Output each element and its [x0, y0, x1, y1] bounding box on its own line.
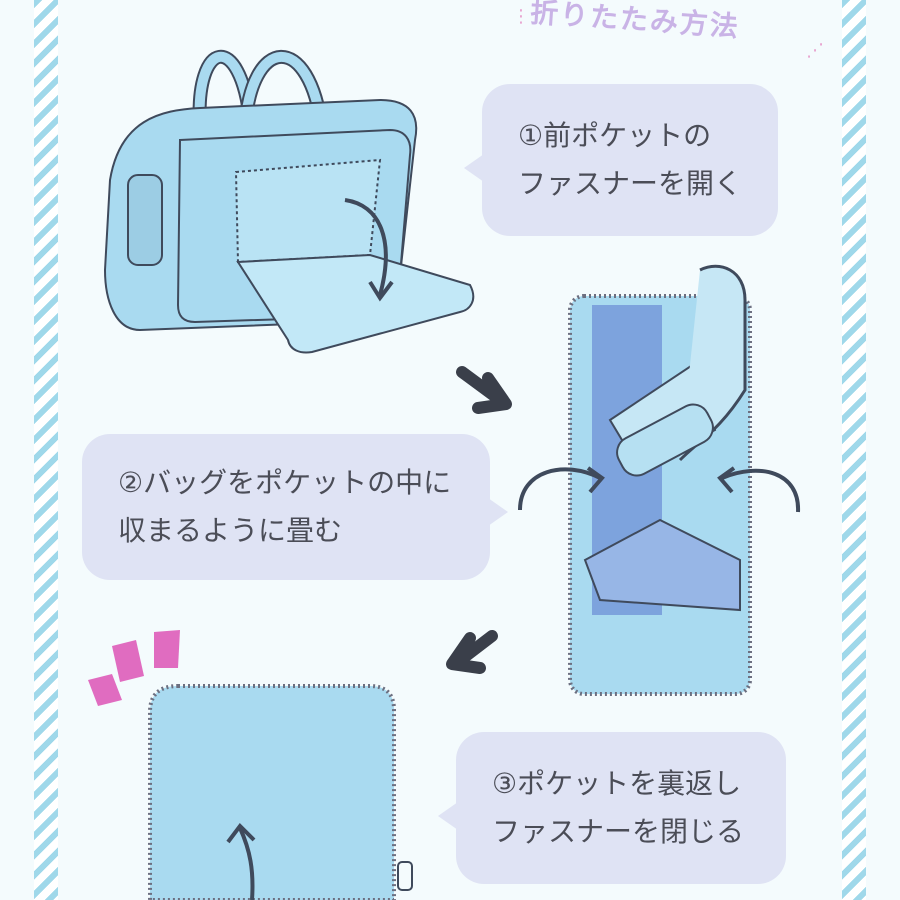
- step-3-bubble: ③ポケットを裏返し ファスナーを閉じる: [438, 732, 786, 884]
- step-2-bubble: ②バッグをポケットの中に 収まるように畳む: [82, 434, 508, 580]
- step-1-bubble: ①前ポケットの ファスナーを開く: [464, 84, 778, 236]
- bubble-tail: [438, 802, 458, 830]
- arrow-down-left-icon: [446, 630, 498, 674]
- pink-burst-icon: [88, 630, 180, 706]
- step-1-line-2: ファスナーを開く: [518, 167, 743, 200]
- bubble-tail: [464, 154, 484, 182]
- step-3-line-1: ③ポケットを裏返し: [492, 767, 742, 800]
- title-dots-left: ⋮: [512, 6, 534, 27]
- title-dots-right: ⋰: [806, 40, 828, 61]
- step-3-line-2: ファスナーを閉じる: [492, 815, 745, 848]
- bag-illustration: [103, 49, 475, 354]
- step-2-line-2: 収まるように畳む: [118, 514, 343, 547]
- right-stripe-border: [842, 0, 866, 900]
- folded-bag-illustration: [518, 264, 801, 696]
- step-2-line-1: ②バッグをポケットの中に: [118, 466, 452, 499]
- arrow-down-right-icon: [456, 366, 512, 414]
- pouch-illustration: [148, 684, 413, 900]
- step-1-line-1: ①前ポケットの: [518, 119, 712, 152]
- bubble-tail: [488, 498, 508, 526]
- left-stripe-border: [34, 0, 58, 900]
